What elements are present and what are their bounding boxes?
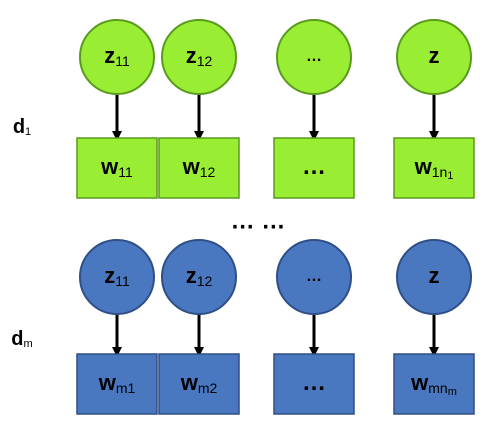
topic-label-r1-c2: z12 [186, 43, 213, 69]
word-label-r2-c2: wm2 [180, 370, 218, 396]
topic-label-r2-c2: z12 [186, 263, 213, 289]
word-label-r2-c3: … [302, 369, 326, 396]
word-node-r1-c1 [76, 137, 158, 199]
word-node-r1-c3 [273, 137, 355, 199]
word-node-r2-c3 [273, 353, 355, 415]
topic-node-r2-c4 [396, 239, 472, 315]
row-label-2: dm [11, 328, 32, 350]
topic-label-r2-c1: z11 [104, 263, 130, 289]
word-label-r1-c1: w11 [100, 154, 133, 180]
topic-node-r2-c1 [79, 239, 155, 315]
topic-label-r1-c4: z [429, 43, 440, 68]
word-node-r2-c1 [76, 353, 158, 415]
word-node-r1-c2 [158, 137, 240, 199]
word-label-r1-c2: w12 [182, 154, 216, 180]
word-label-r2-c1: wm1 [98, 370, 136, 396]
shapes-layer [76, 19, 475, 415]
topic-label-r1-c1: z11 [104, 43, 130, 69]
word-label-r1-c4: w1n1 [414, 154, 454, 182]
word-label-r1-c3: … [302, 153, 326, 180]
word-label-r2-c4: wmnm [410, 370, 457, 398]
topic-label-r2-c4: z [429, 263, 440, 288]
between-rows-ellipsis: … … [231, 207, 286, 234]
word-node-r2-c4 [393, 353, 475, 415]
topic-node-r2-c3 [276, 239, 352, 315]
topic-node-r2-c2 [161, 239, 237, 315]
text-layer: d1 z11 w11 z12 w12 … … z w1n1 dm z11 wm1 z12 wm2 … … z wm… [11, 43, 457, 398]
topic-node-r1-c1 [79, 19, 155, 95]
topic-label-r1-c3: … [306, 48, 322, 65]
word-node-r1-c4 [393, 137, 475, 199]
word-node-r2-c2 [158, 353, 240, 415]
row-label-1: d1 [13, 116, 31, 138]
topic-node-r1-c2 [161, 19, 237, 95]
topic-label-r2-c3: … [306, 268, 322, 285]
topic-node-r1-c3 [276, 19, 352, 95]
arrows-layer [112, 94, 439, 357]
topic-node-r1-c4 [396, 19, 472, 95]
